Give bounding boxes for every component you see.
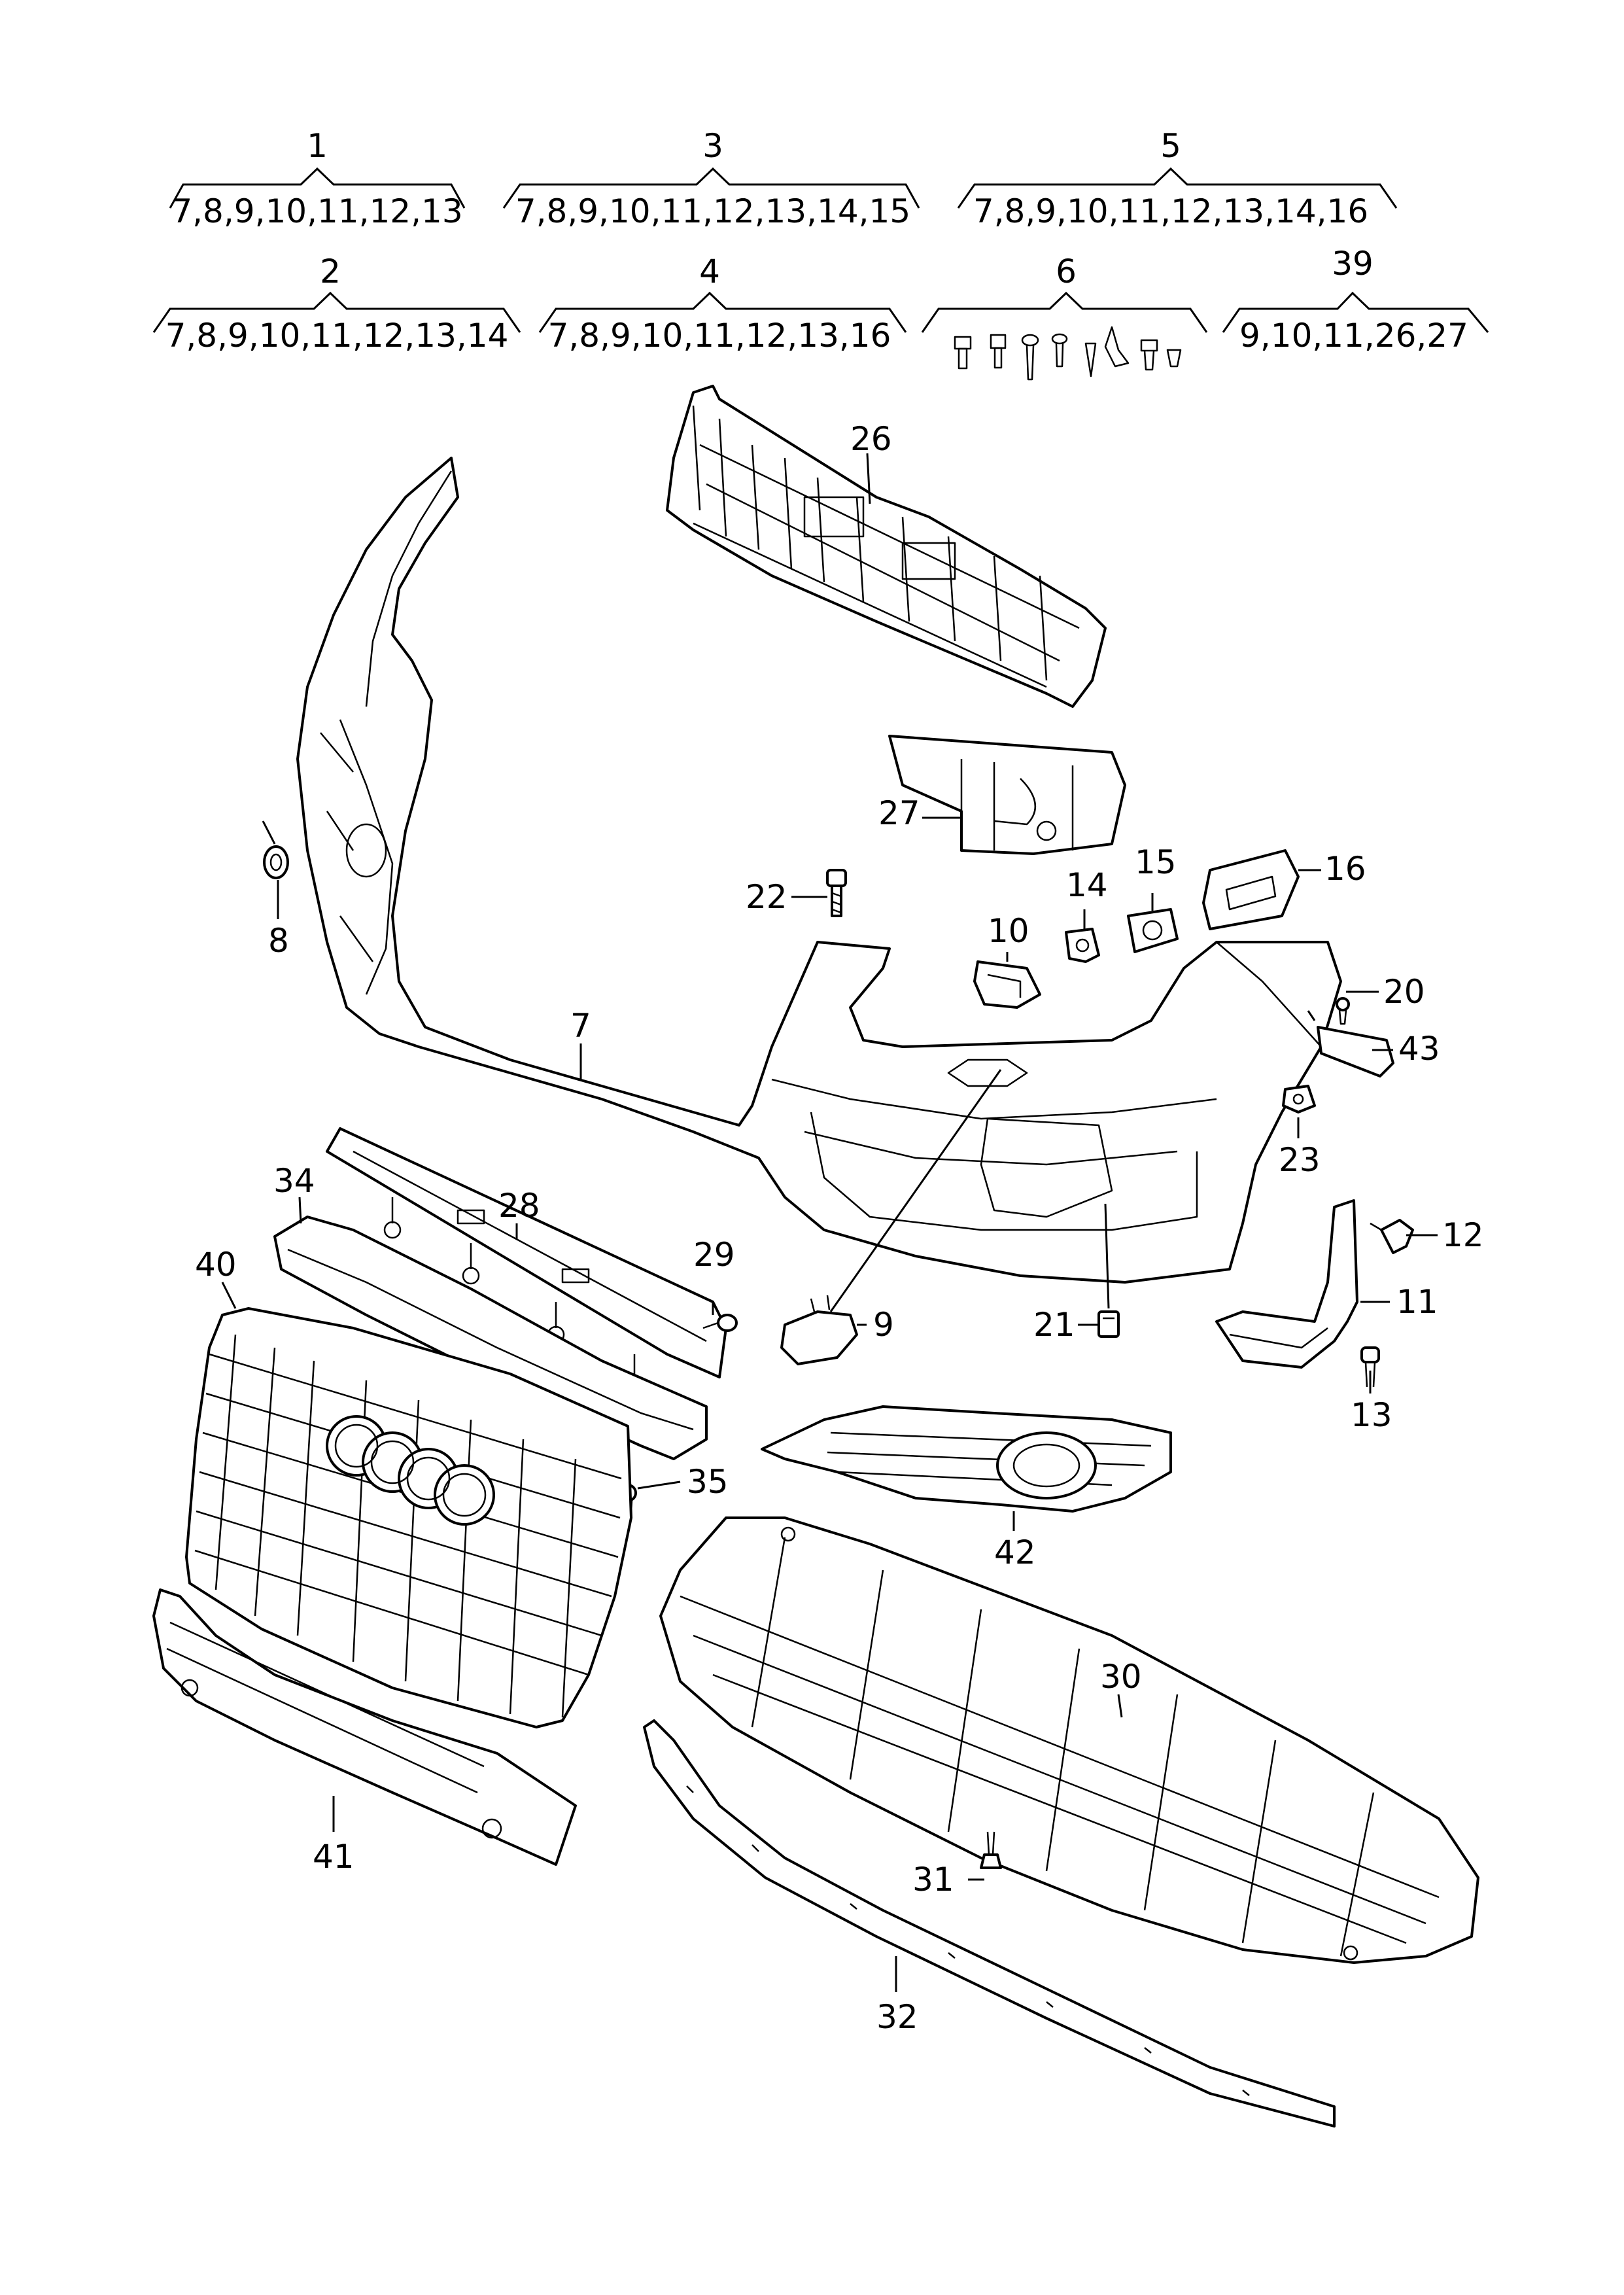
callout-34: 34 — [273, 1162, 315, 1200]
part-40-radiator-grille[interactable] — [185, 1307, 632, 1728]
part-14-clip[interactable] — [1065, 928, 1100, 963]
group-4-number: 4 — [699, 253, 720, 290]
part-26-grille-support[interactable] — [666, 385, 1107, 708]
part-30-noise-insulation[interactable] — [659, 1516, 1479, 1964]
callout-30: 30 — [1100, 1658, 1142, 1696]
part-12-clip[interactable] — [1370, 1219, 1414, 1254]
part-43-reflector[interactable] — [1307, 1010, 1394, 1077]
group-1-parts: 7,8,9,10,11,12,13 — [171, 192, 462, 230]
part-15-cover[interactable] — [1127, 908, 1179, 953]
callout-43: 43 — [1398, 1030, 1440, 1068]
group-39-parts: 9,10,11,26,27 — [1239, 317, 1468, 355]
part-41-lower-trim[interactable] — [152, 1588, 577, 1866]
part-11-guide[interactable] — [1215, 1199, 1358, 1369]
leader-lines — [221, 453, 1438, 1992]
callout-26: 26 — [850, 420, 892, 458]
part-34-trim-strip[interactable] — [273, 1216, 708, 1460]
part-29-screw[interactable] — [702, 1314, 738, 1332]
callout-7: 7 — [570, 1007, 591, 1045]
callout-28: 28 — [498, 1187, 540, 1225]
callout-12: 12 — [1442, 1216, 1484, 1254]
part-8-sensor-ring[interactable] — [262, 820, 289, 879]
group-5[interactable]: 5 7,8,9,10,11,12,13,14,16 — [957, 127, 1398, 230]
part-27-bracket[interactable] — [888, 735, 1126, 855]
callout-9: 9 — [873, 1306, 894, 1344]
callout-29: 29 — [693, 1236, 735, 1274]
fastener-set-icon — [954, 326, 1182, 381]
part-20-screw[interactable] — [1336, 997, 1350, 1025]
part-23-nut[interactable] — [1282, 1085, 1316, 1113]
callout-22: 22 — [746, 878, 787, 916]
callout-42: 42 — [994, 1533, 1036, 1571]
group-39[interactable]: 39 9,10,11,26,27 — [1222, 245, 1489, 355]
group-3-parts: 7,8,9,10,11,12,13,14,15 — [515, 192, 910, 230]
part-13-screw[interactable] — [1360, 1346, 1380, 1388]
callout-40: 40 — [195, 1246, 237, 1284]
callout-8: 8 — [268, 922, 289, 960]
callout-14: 14 — [1066, 866, 1108, 904]
callout-13: 13 — [1351, 1396, 1392, 1434]
group-6-number: 6 — [1056, 253, 1077, 290]
group-2-parts: 7,8,9,10,11,12,13,14 — [165, 317, 509, 355]
group-4[interactable]: 4 7,8,9,10,11,12,13,16 — [538, 253, 907, 355]
part-9-tow-cover[interactable] — [780, 1295, 858, 1365]
callout-32: 32 — [876, 1998, 918, 2036]
callout-23: 23 — [1279, 1141, 1321, 1179]
group-1-number: 1 — [307, 127, 328, 165]
group-1[interactable]: 1 7,8,9,10,11,12,13 — [169, 127, 466, 230]
group-5-parts: 7,8,9,10,11,12,13,14,16 — [973, 192, 1368, 230]
callout-15: 15 — [1135, 843, 1177, 881]
group-2[interactable]: 2 7,8,9,10,11,12,13,14 — [152, 253, 521, 355]
group-39-number: 39 — [1332, 245, 1373, 283]
callout-11: 11 — [1396, 1283, 1438, 1321]
group-3-number: 3 — [702, 127, 723, 165]
part-42-fog-grille[interactable] — [761, 1405, 1172, 1513]
part-32-seal-strip[interactable] — [643, 1719, 1336, 2128]
part-16-cover[interactable] — [1202, 849, 1300, 930]
callout-10: 10 — [988, 912, 1029, 950]
callout-31: 31 — [912, 1861, 954, 1899]
callout-27: 27 — [878, 794, 920, 832]
callout-21: 21 — [1033, 1306, 1075, 1344]
group-5-number: 5 — [1160, 127, 1181, 165]
four-rings-logo-icon — [326, 1415, 495, 1526]
part-10-bracket[interactable] — [973, 960, 1041, 1009]
callout-20: 20 — [1383, 973, 1425, 1011]
part-22-bolt[interactable] — [826, 869, 847, 917]
callout-41: 41 — [313, 1838, 354, 1876]
callout-16: 16 — [1324, 850, 1366, 888]
group-3[interactable]: 3 7,8,9,10,11,12,13,14,15 — [502, 127, 920, 230]
part-31-screw[interactable] — [980, 1831, 1002, 1869]
callout-numbers: 26 27 22 10 14 15 16 20 43 23 12 11 13 2… — [195, 420, 1484, 2036]
part-7-bumper-cover[interactable] — [296, 457, 1342, 1284]
group-6[interactable]: 6 — [921, 253, 1208, 381]
group-4-parts: 7,8,9,10,11,12,13,16 — [548, 317, 891, 355]
group-2-number: 2 — [320, 253, 341, 290]
callout-35: 35 — [687, 1463, 729, 1501]
part-21-clip[interactable] — [1097, 1310, 1120, 1338]
